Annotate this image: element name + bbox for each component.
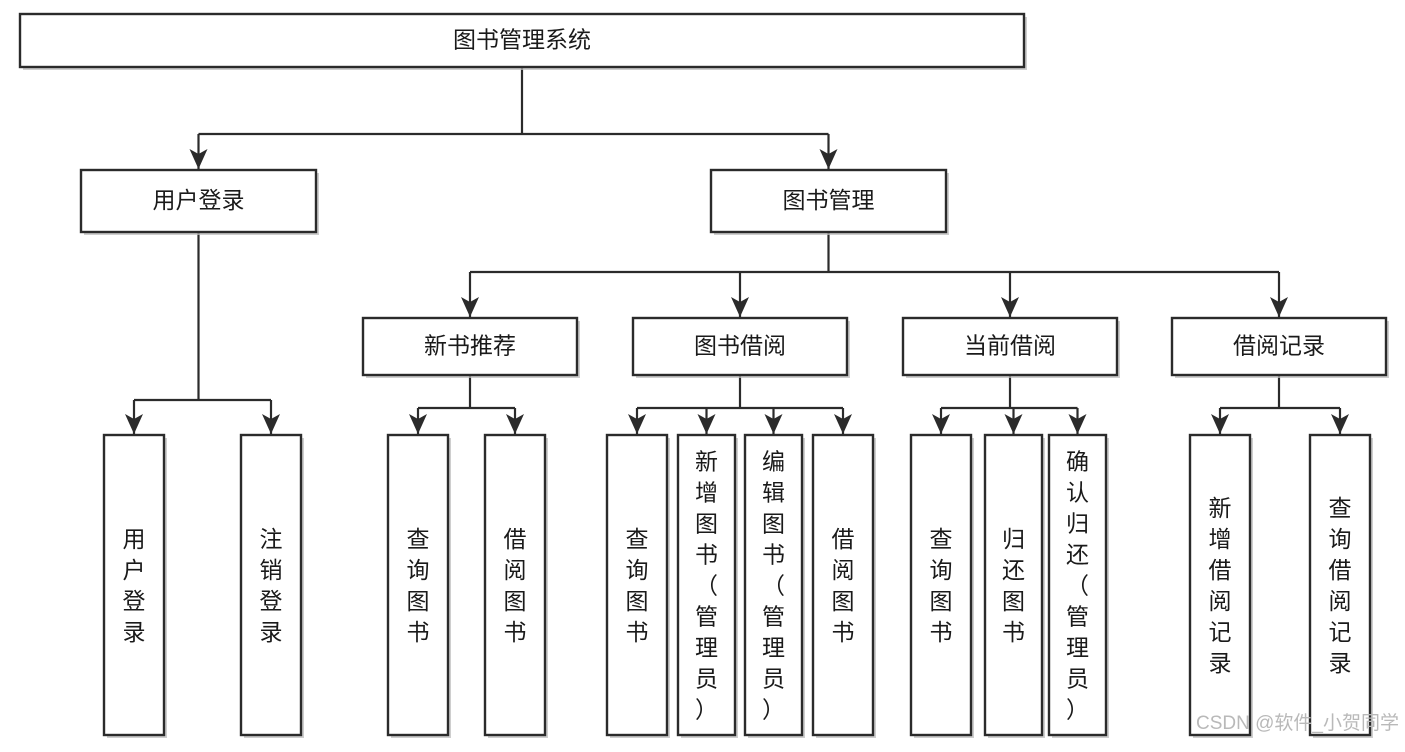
node-label: 归还图书 [1002,526,1025,645]
node-box[interactable] [102,433,166,737]
node-label: 确认归还（管理员） [1066,449,1089,723]
node-box[interactable] [1047,433,1108,737]
node-root[interactable]: 图书管理系统 [18,12,1027,70]
node-box[interactable] [361,316,579,377]
node-box[interactable] [909,433,973,737]
node-box[interactable] [386,433,450,737]
node-box[interactable] [983,433,1044,737]
node-box[interactable] [239,433,303,737]
node-box[interactable] [743,433,804,737]
node-label: 借阅图书 [832,526,855,645]
node-label: 图书管理 [783,187,875,213]
current-borrow-to-leaves-arrow-2 [1068,414,1087,434]
new-book-recommend-to-leaves-arrow-0 [409,414,427,434]
book-borrow-to-leaves-arrow-2 [764,414,783,434]
node-box[interactable] [1308,433,1372,737]
node-leaf-user-login[interactable]: 用户登录 [102,433,167,738]
node-box[interactable] [676,433,737,737]
csdn-watermark: CSDN @软件_小贺同学 [1196,712,1399,734]
node-label: 当前借阅 [964,333,1056,359]
node-label: 借阅记录 [1233,333,1325,359]
node-leaf-logout-login[interactable]: 注销登录 [239,433,304,738]
node-leaf-query-book-recommend[interactable]: 查询图书 [386,433,451,738]
node-leaf-confirm-return[interactable]: 确认归还（管理员） [1047,433,1109,738]
node-leaf-query-book-current[interactable]: 查询图书 [909,433,974,738]
userlogin-to-leaves-arrow-1 [262,414,280,434]
node-label: 用户登录 [153,187,245,213]
root-to-level2-arrow-0 [189,149,208,169]
node-box[interactable] [1188,433,1252,737]
node-label: 图书管理系统 [453,27,591,53]
node-leaf-add-book[interactable]: 新增图书（管理员） [676,433,738,738]
userlogin-to-leaves-arrow-0 [125,414,143,434]
node-label: 查询借阅记录 [1329,495,1352,676]
node-book-manage[interactable]: 图书管理 [709,168,949,235]
node-box[interactable] [605,433,669,737]
node-label: 编辑图书（管理员） [762,449,785,723]
new-book-recommend-to-leaves-arrow-1 [506,414,524,434]
bookmanage-to-level3-arrow-3 [1270,297,1288,317]
node-leaf-borrow-book-recommend[interactable]: 借阅图书 [483,433,548,738]
node-label: 借阅图书 [504,526,527,645]
node-label: 注销登录 [260,526,283,645]
node-label: 新增借阅记录 [1209,495,1232,676]
book-borrow-to-leaves-arrow-1 [697,414,716,434]
node-box[interactable] [811,433,875,737]
node-box[interactable] [79,168,318,234]
node-boxes-layer: 图书管理系统用户登录图书管理新书推荐图书借阅当前借阅借阅记录用户登录注销登录查询… [18,12,1389,738]
current-borrow-to-leaves-arrow-0 [932,414,950,434]
borrow-record-to-leaves-arrow-1 [1331,414,1349,434]
node-label: 查询图书 [626,526,649,645]
node-leaf-query-borrow-record[interactable]: 查询借阅记录 [1308,433,1373,738]
node-box[interactable] [18,12,1026,69]
bookmanage-to-level3-arrow-2 [1001,297,1019,317]
book-borrow-to-leaves-arrow-3 [834,414,852,434]
node-label: 图书借阅 [694,333,786,359]
node-leaf-query-book-borrow[interactable]: 查询图书 [605,433,670,738]
node-leaf-return-book[interactable]: 归还图书 [983,433,1045,738]
bookmanage-to-level3-arrow-1 [731,297,749,317]
node-label: 查询图书 [407,526,430,645]
node-box[interactable] [631,316,849,377]
root-to-level2-arrow-1 [819,149,838,169]
node-label: 新书推荐 [424,333,516,359]
node-leaf-add-borrow-record[interactable]: 新增借阅记录 [1188,433,1253,738]
node-user-login[interactable]: 用户登录 [79,168,319,235]
node-leaf-edit-book[interactable]: 编辑图书（管理员） [743,433,805,738]
node-book-borrow[interactable]: 图书借阅 [631,316,850,378]
node-box[interactable] [483,433,547,737]
node-box[interactable] [901,316,1119,377]
node-box[interactable] [1170,316,1388,377]
node-borrow-record[interactable]: 借阅记录 [1170,316,1389,378]
node-label: 用户登录 [123,526,146,645]
bookmanage-to-level3-arrow-0 [461,297,479,317]
node-label: 新增图书（管理员） [695,449,718,723]
borrow-record-to-leaves-arrow-0 [1211,414,1229,434]
node-leaf-borrow-book[interactable]: 借阅图书 [811,433,876,738]
connector-lines-layer [125,67,1349,434]
book-borrow-to-leaves-arrow-0 [628,414,646,434]
node-new-book-recommend[interactable]: 新书推荐 [361,316,580,378]
node-current-borrow[interactable]: 当前借阅 [901,316,1120,378]
current-borrow-to-leaves-arrow-1 [1004,414,1023,434]
node-box[interactable] [709,168,948,234]
node-label: 查询图书 [930,526,953,645]
